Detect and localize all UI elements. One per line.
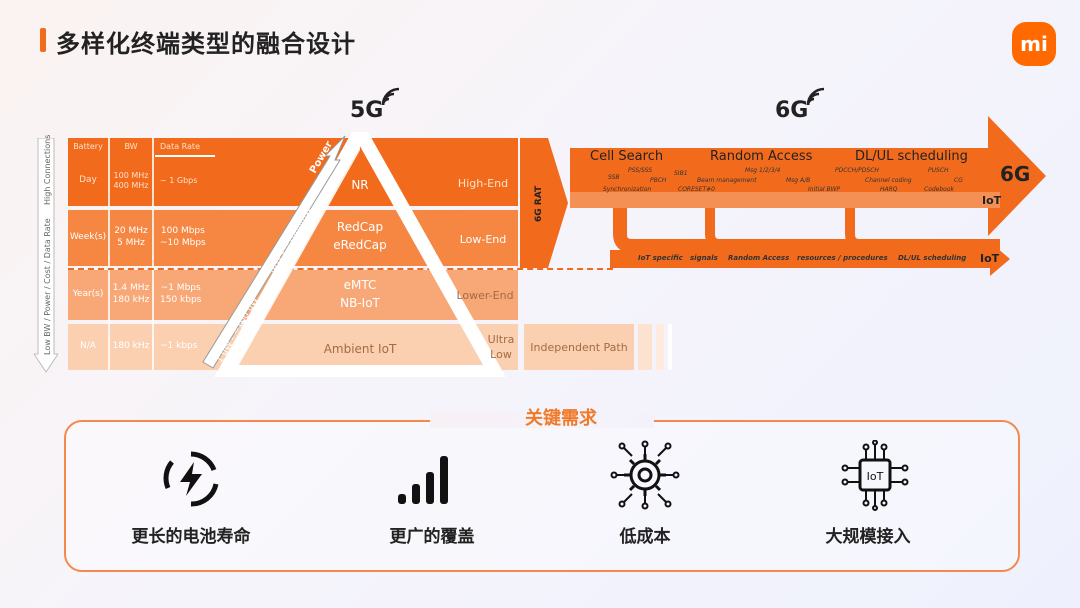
- wireless-signal-icon-5g: [381, 87, 400, 106]
- tier-ambient-iot: Ambient IoT: [323, 342, 397, 356]
- requirements-box: [64, 420, 1020, 572]
- row2-battery: Week(s): [69, 232, 107, 243]
- left-axis-low-label: Low BW / Power / Cost / Data Rate: [43, 218, 52, 355]
- header-bw: BW: [124, 141, 138, 151]
- battery-charge-icon: [163, 451, 219, 507]
- feature-dl-ul-scheduling: DL/UL scheduling: [855, 149, 968, 164]
- row1-bw: 100 MHz 400 MHz: [113, 170, 149, 190]
- detail-coreset0: CORESET#0: [678, 186, 715, 193]
- svg-text:IoT: IoT: [867, 470, 884, 483]
- gear-circuit-icon: [610, 440, 680, 510]
- brand-logo: mi: [1012, 22, 1056, 66]
- header-battery: Battery: [73, 141, 103, 151]
- page-title: 多样化终端类型的融合设计: [56, 30, 356, 58]
- req-battery-life: 更长的电池寿命: [131, 527, 251, 547]
- level-high-end: High-End: [457, 177, 509, 190]
- label-5g: 5G: [350, 98, 384, 123]
- pyramid-shape: [214, 132, 506, 377]
- row2-rate: 100 Mbps ~10 Mbps: [160, 226, 206, 248]
- band-ultra-low: [68, 324, 518, 370]
- iot-signals: signals: [690, 254, 718, 262]
- row4-bw: 180 kHz: [112, 341, 150, 352]
- detail-cg: CG: [954, 177, 963, 184]
- detail-pdcch-pdsch: PDCCH/PDSCH: [835, 167, 879, 174]
- independent-path: Independent Path: [524, 324, 634, 370]
- row1-battery: Day: [79, 175, 97, 186]
- detail-synchronization: Synchronization: [603, 186, 652, 193]
- detail-pss-sss: PSS/SSS: [628, 167, 653, 174]
- iot-chip-icon: IoT: [841, 440, 909, 511]
- req-coverage: 更广的覆盖: [389, 527, 475, 547]
- detail-msg-ab: Msg A/B: [786, 177, 811, 184]
- dashed-divider: [68, 268, 613, 270]
- req-low-cost: 低成本: [619, 527, 671, 547]
- arrow-6g-iot-label: IoT: [982, 194, 1002, 207]
- iot-specific: IoT specific: [638, 254, 683, 262]
- detail-sib1: SIB1: [674, 170, 688, 177]
- row1-rate: ~ 1 Gbps: [160, 175, 198, 185]
- detail-beam-management: Beam management: [697, 177, 757, 184]
- level-low-end: Low-End: [459, 233, 507, 246]
- detail-harq: HARQ: [880, 186, 898, 193]
- row3-battery: Year(s): [72, 289, 104, 300]
- requirements-title: 关键需求: [525, 408, 597, 429]
- row4-rate: ~1 kbps: [160, 341, 198, 352]
- band-high-end: [68, 138, 518, 206]
- power-arrow: [202, 135, 346, 369]
- arrow-6g: [570, 116, 1046, 276]
- title-accent-bar: [40, 28, 46, 52]
- row4-battery: N/A: [80, 341, 96, 352]
- feature-cell-search: Cell Search: [590, 149, 664, 164]
- label-6g: 6G: [775, 98, 809, 123]
- left-axis-high-label: High Connections: [43, 134, 52, 205]
- detail-msg1234: Msg 1/2/3/4: [745, 167, 781, 174]
- left-axis-arrow: [34, 138, 58, 373]
- tier-redcap: RedCap eRedCap: [333, 220, 387, 252]
- row3-rate: ~1 Mbps 150 kbps: [160, 283, 202, 305]
- wireless-signal-icon-6g: [806, 87, 825, 106]
- row3-bw: 1.4 MHz 180 kHz: [112, 283, 150, 305]
- rat-label: 6G RAT: [534, 185, 544, 222]
- detail-pusch: PUSCH: [928, 167, 949, 174]
- detail-channel-coding: Channel coding: [865, 177, 912, 184]
- level-ultra-low: Ultra Low: [487, 333, 515, 362]
- iot-random-access: Random Access: [728, 254, 790, 262]
- signal-bars-icon: [398, 456, 448, 504]
- detail-initial-bwp: Initial BWP: [808, 186, 841, 193]
- tier-emtc: eMTC NB-IoT: [340, 278, 380, 310]
- iot-resources: resources / procedures: [797, 254, 888, 262]
- req-massive-access: 大规模接入: [825, 527, 911, 547]
- level-lower-end: Lower-End: [456, 289, 514, 302]
- feature-random-access: Random Access: [710, 149, 813, 164]
- detail-pbch: PBCH: [650, 177, 667, 184]
- rat-chevron: [520, 138, 568, 268]
- iot-arrow-label: IoT: [980, 252, 1000, 265]
- tier-nr: NR: [351, 178, 369, 192]
- header-data-rate: Data Rate: [160, 141, 200, 151]
- detail-codebook: Codebook: [924, 186, 954, 193]
- arrow-6g-label: 6G: [1000, 162, 1031, 186]
- iot-dl-ul: DL/UL scheduling: [898, 254, 967, 262]
- row2-bw: 20 MHz 5 MHz: [114, 226, 148, 248]
- detail-ssb: SSB: [608, 174, 620, 181]
